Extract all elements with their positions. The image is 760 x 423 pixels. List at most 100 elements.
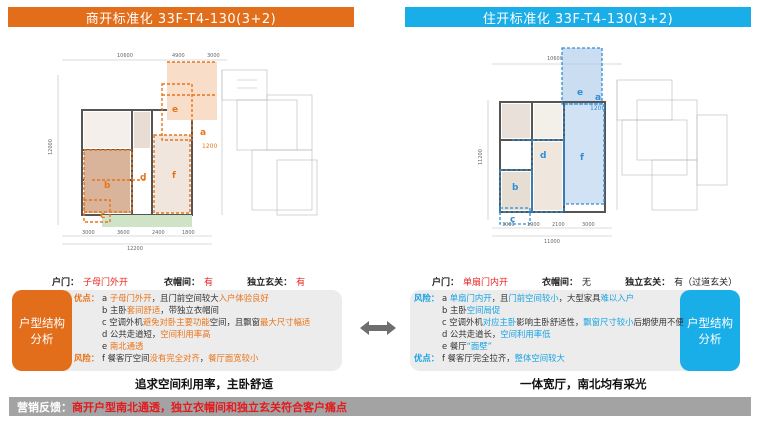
label-c: c xyxy=(510,215,515,225)
analysis-text: 套间 xyxy=(126,305,144,315)
closet-value: 有 xyxy=(204,278,214,288)
left-floor-plan: 10600 4900 3000 3000 3600 2400 1800 1220… xyxy=(48,53,318,252)
analysis-text: ，大型家具 xyxy=(558,293,601,303)
analysis-text: 对应主卧 xyxy=(482,317,517,327)
label-f: f xyxy=(172,171,176,181)
analysis-text: 难以入户 xyxy=(600,293,635,303)
right-summary: 一体宽厅，南北均有采光 xyxy=(520,377,647,391)
dim-bottom-2: 3600 xyxy=(117,230,130,236)
analysis-text: 最大尺寸幅适 xyxy=(260,317,311,327)
door-value: 子母门外开 xyxy=(83,278,129,288)
analysis-line: e 餐厅“面壁” xyxy=(414,340,684,352)
dim-total: 11000 xyxy=(544,239,560,245)
analysis-text: ， xyxy=(199,353,209,363)
analysis-text: 空间利用率高 xyxy=(160,329,211,339)
analysis-text: 入户体验良好 xyxy=(218,293,269,303)
analysis-text: 餐厅面宽较小 xyxy=(208,353,259,363)
dim-side: 12000 xyxy=(48,139,54,155)
analysis-text: c 空调外机 xyxy=(442,317,483,327)
label-e: e xyxy=(577,88,583,98)
analysis-lead: 优点： xyxy=(414,353,440,363)
analysis-text: 避免对卧主要功能 xyxy=(142,317,210,327)
analysis-line: 风险：f 餐客厅空间没有完全对齐，餐厅面宽较小 xyxy=(74,352,336,364)
analysis-badge: 户型结构分析 xyxy=(12,290,72,371)
analysis-line: c 空调外机避免对卧主要功能空间，且飘窗最大尺寸幅适 xyxy=(74,316,336,328)
analysis-text: f 餐客厅完全拉齐， xyxy=(442,353,515,363)
analysis-text: b 主卧 xyxy=(442,305,467,315)
analysis-text: 影响主卧舒适性， xyxy=(516,317,584,327)
analysis-text: 单扇门内开 xyxy=(449,293,492,303)
dim-bottom-4: 1800 xyxy=(182,230,195,236)
label-f: f xyxy=(580,153,584,163)
analysis-text: 整体空间较大 xyxy=(514,353,565,363)
analysis-line: 优点：a 子母门外开，且门前空间较大入户体验良好 xyxy=(74,292,336,304)
analysis-line: d 公共走道长，空间利用率低 xyxy=(414,328,684,340)
label-a: a xyxy=(200,128,206,138)
dim-bottom-1: 3000 xyxy=(502,222,515,228)
label-e: e xyxy=(172,105,178,115)
marketing-feedback-bar: 营销反馈： 商开户型南北通透，独立衣帽间和独立玄关符合客户痛点 xyxy=(9,397,751,416)
right-feature-row: 户门： 单扇门内开 衣帽间： 无 独立玄关： 有（过道玄关） xyxy=(432,275,741,288)
analysis-text: 舒适 xyxy=(143,305,161,315)
entry-value: 有（过道玄关） xyxy=(674,278,738,288)
analysis-text: a xyxy=(102,293,110,303)
analysis-text: c 空调外机 xyxy=(102,317,143,327)
left-feature-row: 户门： 子母门外开 衣帽间： 有 独立玄关： 有 xyxy=(52,275,309,288)
analysis-text: “面壁” xyxy=(466,341,493,351)
door-label: 户门： xyxy=(52,278,80,288)
analysis-text: e xyxy=(102,341,110,351)
analysis-text: 空间局促 xyxy=(466,305,501,315)
analysis-text: 飘窗尺寸较小 xyxy=(583,317,634,327)
analysis-text: d 公共走道长， xyxy=(442,329,501,339)
analysis-line: b 主卧空间局促 xyxy=(414,304,684,316)
analysis-text: 空间利用率低 xyxy=(500,329,551,339)
analysis-text: e 餐厅 xyxy=(442,341,467,351)
analysis-text: 后期使用不便 xyxy=(633,317,684,327)
dim-top-3: 3000 xyxy=(207,53,220,59)
dim-side: 11200 xyxy=(478,149,484,165)
dim-bottom-4: 3000 xyxy=(582,222,595,228)
dim-total: 12200 xyxy=(127,246,143,252)
right-floor-plan: 10600 3000 1900 2100 3000 11000 11200 a … xyxy=(478,47,728,245)
dim-top-2: 4900 xyxy=(172,53,185,59)
label-d: d xyxy=(140,173,146,183)
analysis-line: 风险：a 单扇门内开，且门前空间较小，大型家具难以入户 xyxy=(414,292,684,304)
entry-value: 有 xyxy=(296,278,306,288)
dim-bottom-2: 1900 xyxy=(527,222,540,228)
analysis-line: c 空调外机对应主卧影响主卧舒适性，飘窗尺寸较小后期使用不便 xyxy=(414,316,684,328)
right-title: 住开标准化 33F-T4-130(3+2) xyxy=(405,7,751,27)
dim-note: 1200 xyxy=(202,143,217,150)
analysis-text: ，且 xyxy=(491,293,509,303)
analysis-text: ，且门前空间较大 xyxy=(151,293,219,303)
left-title: 商开标准化 33F-T4-130(3+2) xyxy=(8,7,354,27)
dim-note: 1200 xyxy=(590,105,605,112)
analysis-line: 优点：f 餐客厅完全拉齐，整体空间较大 xyxy=(414,352,684,364)
door-value: 单扇门内开 xyxy=(463,278,509,288)
analysis-text: d 公共走道短， xyxy=(102,329,161,339)
analysis-text: 空间，且飘窗 xyxy=(209,317,261,327)
analysis-text: 南北通透 xyxy=(109,341,144,351)
dim-bottom-1: 3000 xyxy=(82,230,95,236)
dim-bottom-3: 2100 xyxy=(552,222,565,228)
analysis-text: a xyxy=(442,293,450,303)
label-c: c xyxy=(100,211,105,221)
entry-label: 独立玄关： xyxy=(247,278,293,288)
analysis-lead: 风险： xyxy=(414,293,440,303)
analysis-text: b 主卧 xyxy=(102,305,127,315)
analysis-badge: 户型结构分析 xyxy=(680,290,740,371)
compare-arrow-icon xyxy=(360,321,396,335)
analysis-text: 子母门外开 xyxy=(109,293,152,303)
analysis-lead: 风险： xyxy=(74,353,100,363)
closet-value: 无 xyxy=(582,278,592,288)
dim-bottom-3: 2400 xyxy=(152,230,165,236)
analysis-text: ，带独立衣帽间 xyxy=(160,305,219,315)
analysis-line: e 南北通透 xyxy=(74,340,336,352)
left-summary: 追求空间利用率，主卧舒适 xyxy=(135,377,273,391)
label-a: a xyxy=(595,93,601,103)
label-b: b xyxy=(104,181,111,191)
analysis-lead: 优点： xyxy=(74,293,100,303)
dim-top-1: 10600 xyxy=(547,56,563,62)
